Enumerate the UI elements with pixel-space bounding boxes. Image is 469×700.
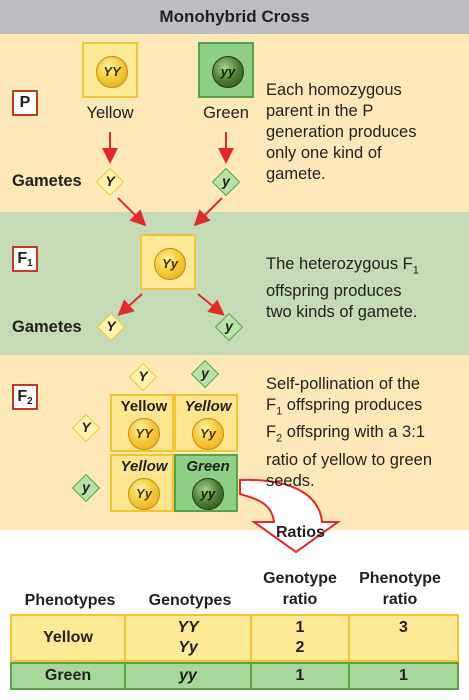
header-genotype-ratio: Genotype ratio [263,570,337,608]
row-phenotype: Green [44,667,92,684]
gamete-text: Y [81,419,91,435]
row-phenotype-ratio: 1 [399,667,408,684]
ratios-big-arrow [239,478,342,554]
f2-generation-label: F2 [12,384,38,410]
arrow-gamete-g-to-f1 [193,197,223,227]
p-generation-label: P [12,90,38,116]
parent-green-label: Green [203,104,249,122]
punnett-cell-yy-top-left: Yellow YY [110,394,174,452]
gamete-text: y [222,173,230,189]
f1-offspring-box: Yy [140,234,196,290]
row-phenotype: Yellow [43,629,93,646]
header-phenotype-ratio: Phenotype ratio [359,570,441,608]
f1-generation-label: F1 [12,246,38,272]
ratio-row-yellow: Yellow YY Yy 1 2 3 [10,614,459,662]
parent-yellow-box: YY [82,42,138,98]
diagram-title: Monohybrid Cross [0,0,469,34]
gamete-text: y [201,365,209,381]
seed-icon: Yy [128,478,160,510]
row-genotype: YY [177,619,199,636]
gamete-text: y [225,318,233,334]
row-phenotype-ratio: 3 [399,619,408,636]
seed-icon: YY [96,56,128,88]
punnett-cell-bottom-right: Green yy [174,454,238,512]
header-genotypes: Genotypes [148,592,232,609]
ratio-row-green: Green yy 1 1 [10,662,459,690]
parent-yellow-label: Yellow [86,104,134,122]
cell-phenotype: Yellow [184,398,232,415]
seed-icon: Yy [154,248,186,280]
cell-phenotype: Yellow [120,458,168,475]
gamete-text: Y [138,368,148,384]
row-genotype-ratio: 1 [295,667,305,684]
ratios-label: Ratios [276,524,325,541]
seed-icon: YY [128,418,160,450]
header-phenotypes: Phenotypes [24,592,116,609]
row-genotype-ratio: 2 [295,639,305,656]
arrow-f1-to-gamete-g [197,293,225,316]
row-genotype: yy [179,667,197,684]
f1-description: The heterozygous F1 offspring produces t… [266,255,419,322]
punnett-cell-top-right: Yellow Yy [174,394,238,452]
row-genotype-ratio: 1 [295,619,305,636]
p-gametes-label: Gametes [12,172,82,190]
gamete-text: Y [106,318,116,334]
arrow-gamete-y-to-f1 [117,197,147,227]
seed-icon: Yy [192,418,224,450]
gamete-text: Y [105,173,115,189]
row-genotype: Yy [178,639,198,656]
punnett-cell-bottom-left: Yellow Yy [110,454,174,512]
cell-phenotype: Yellow [120,398,168,415]
parent-green-box: yy [198,42,254,98]
seed-icon: yy [212,56,244,88]
arrow-f1-to-gamete-y [117,293,143,317]
seed-icon: yy [192,478,224,510]
cell-phenotype: Green [186,458,230,475]
p-description: Each homozygous parent in the P generati… [266,81,417,183]
f2-description: Self-pollination of the F1 offspring pro… [266,375,433,490]
gamete-text: y [82,479,90,495]
f1-gametes-label: Gametes [12,318,82,336]
